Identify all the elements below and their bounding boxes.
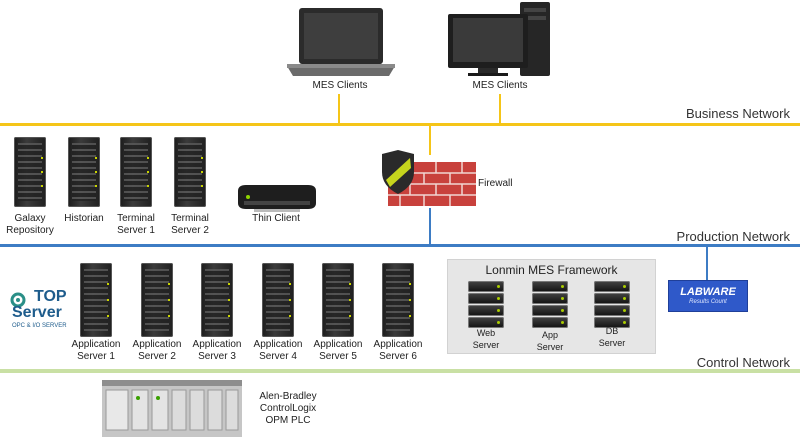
- rack-server-icon: [468, 317, 504, 328]
- firewall-label: Firewall: [478, 178, 513, 189]
- rack-server-icon: [468, 293, 504, 304]
- rack-server-icon: [594, 281, 630, 292]
- desktop-icon: [448, 2, 552, 83]
- mes-framework-title: Lonmin MES Framework: [485, 263, 618, 277]
- firewall-icon: [380, 150, 478, 213]
- laptop-icon: [285, 8, 397, 83]
- labware-link: [706, 246, 708, 280]
- thin-client-icon: [234, 183, 320, 218]
- server-tower-icon: [141, 263, 173, 337]
- plc-icon: [102, 380, 242, 442]
- server-tower-icon: [174, 137, 206, 207]
- desktop-label: MES Clients: [472, 80, 528, 91]
- control-network-label: Control Network: [696, 355, 790, 370]
- rack-server-icon: [468, 305, 504, 316]
- gear-icon: [10, 292, 26, 308]
- firewall-business-link: [429, 125, 431, 155]
- server-tower-icon: [262, 263, 294, 337]
- production-network-label: Production Network: [676, 229, 790, 244]
- server-tower-icon: [14, 137, 46, 207]
- server-label-historian: Historian: [64, 213, 104, 224]
- production-network-line: [0, 244, 800, 247]
- rack-server-icon: [594, 305, 630, 316]
- server-tower-icon: [68, 137, 100, 207]
- control-network-line: [0, 369, 800, 373]
- firewall-production-link: [429, 208, 431, 245]
- laptop-link: [338, 94, 340, 124]
- rack-server-icon: [468, 281, 504, 292]
- server-tower-icon: [120, 137, 152, 207]
- server-tower-icon: [201, 263, 233, 337]
- rack-server-icon: [594, 317, 630, 328]
- business-network-label: Business Network: [685, 106, 790, 121]
- desktop-link: [499, 94, 501, 124]
- rack-server-icon: [532, 305, 568, 316]
- business-network-line: [0, 123, 800, 126]
- rack-server-icon: [532, 281, 568, 292]
- server-tower-icon: [80, 263, 112, 337]
- rack-server-icon: [594, 293, 630, 304]
- rack-server-icon: [532, 293, 568, 304]
- labware-logo: LABWARE Results Count: [668, 280, 748, 312]
- thin-client-label: Thin Client: [252, 213, 300, 224]
- rack-server-icon: [532, 317, 568, 328]
- server-tower-icon: [322, 263, 354, 337]
- server-tower-icon: [382, 263, 414, 337]
- top-server-logo: TOP Server OPC & I/O SERVER: [8, 288, 72, 334]
- laptop-label: MES Clients: [312, 80, 368, 91]
